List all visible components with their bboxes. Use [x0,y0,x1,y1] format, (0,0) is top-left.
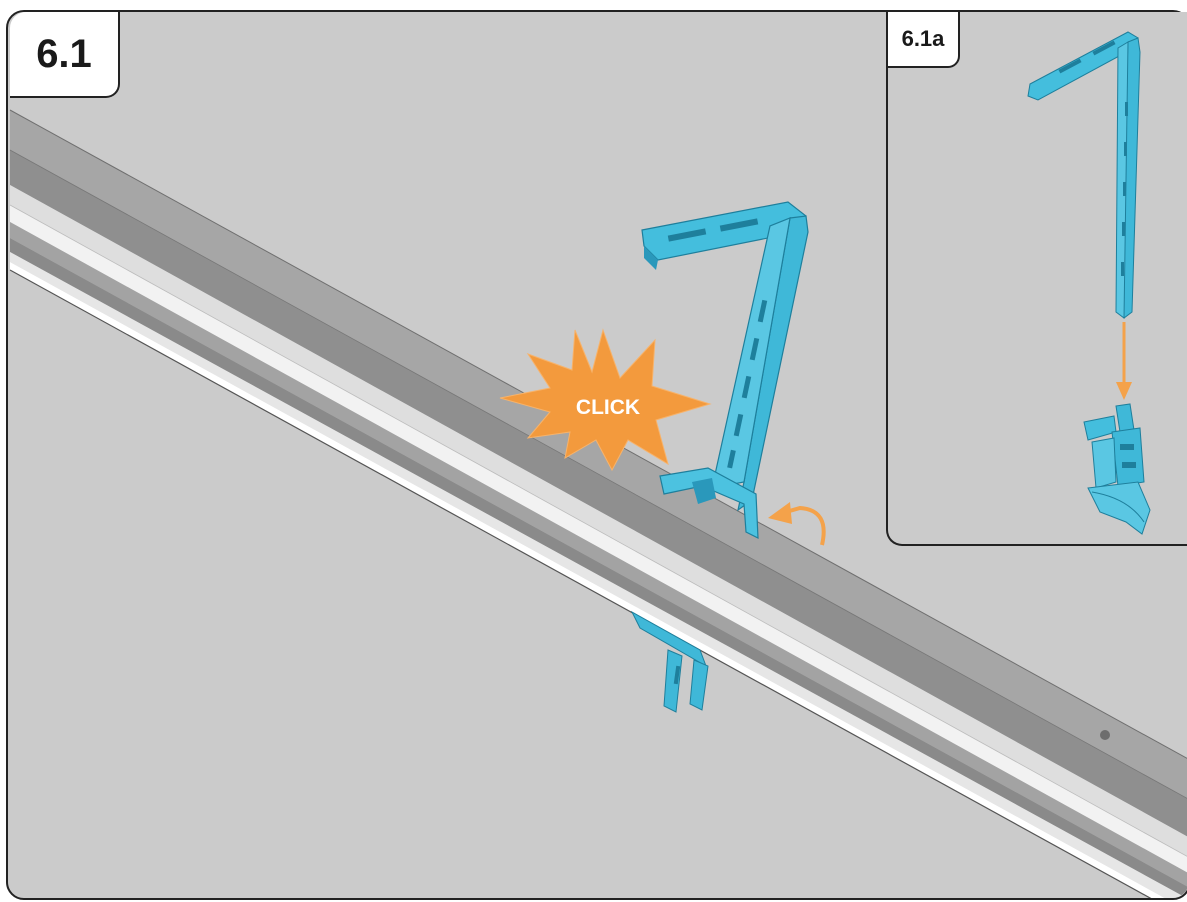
click-callout-text: CLICK [576,396,640,419]
inset-step-label: 6.1a [888,12,960,68]
l-bracket [642,202,808,538]
inset-l-bracket [1028,32,1140,318]
rail-screw-icon [1100,730,1110,740]
inset-scene [888,12,1187,546]
inset-panel: 6.1a [886,12,1187,546]
step-number-label: 6.1 [10,12,120,98]
inset-clip [1084,404,1150,534]
down-arrow-icon [1116,322,1132,400]
